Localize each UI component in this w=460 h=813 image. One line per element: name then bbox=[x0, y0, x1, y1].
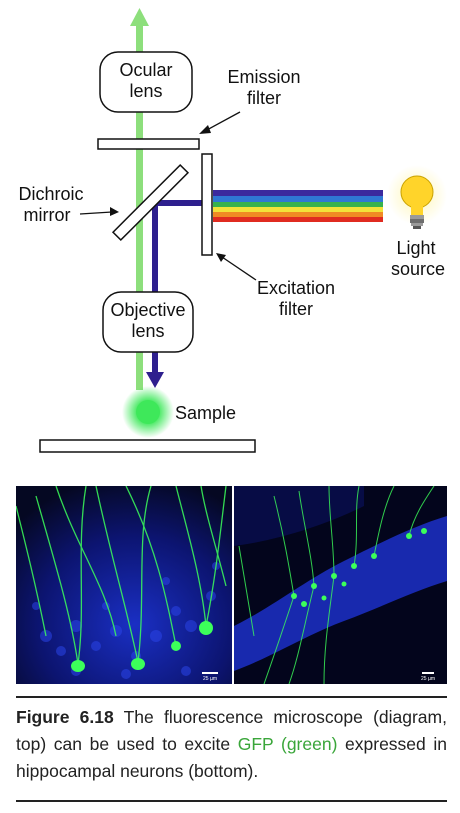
caption-rule-bottom bbox=[16, 800, 447, 802]
ocular-lens: Ocular lens bbox=[99, 51, 193, 113]
scale-bar-right-label: 25 µm bbox=[421, 676, 435, 682]
objective-lens-label-2: lens bbox=[131, 321, 164, 341]
figure-caption: Figure 6.18 The fluorescence microscope … bbox=[16, 704, 447, 785]
excitation-filter: Excitation filter bbox=[201, 153, 335, 319]
sample: Sample bbox=[122, 386, 236, 438]
caption-rule-top bbox=[16, 696, 447, 698]
light-source-label-2: source bbox=[391, 259, 445, 279]
light-source-label-1: Light bbox=[396, 238, 435, 258]
ocular-lens-label-2: lens bbox=[129, 81, 162, 101]
dichroic-mirror-label-1: Dichroic bbox=[18, 184, 83, 204]
sample-label: Sample bbox=[175, 403, 236, 423]
objective-lens: Objective lens bbox=[102, 291, 194, 353]
light-spectrum bbox=[213, 190, 383, 222]
hippocampal-neurons-micrographs: 25 µm bbox=[16, 486, 447, 684]
scale-bar-left-label: 25 µm bbox=[203, 676, 217, 682]
emission-filter: Emission filter bbox=[97, 67, 301, 150]
dichroic-mirror-label-2: mirror bbox=[24, 205, 71, 225]
figure-label: Figure 6.18 bbox=[16, 707, 114, 727]
excitation-filter-label-2: filter bbox=[279, 299, 313, 319]
objective-lens-label-1: Objective bbox=[110, 300, 185, 320]
caption-text-2: expressed in hippocampal neurons (bottom… bbox=[16, 734, 447, 781]
micrograph-right: 25 µm bbox=[234, 486, 447, 684]
excitation-beam bbox=[146, 200, 202, 388]
light-bulb-icon bbox=[387, 165, 447, 229]
emission-filter-label-1: Emission bbox=[227, 67, 300, 87]
ocular-lens-label-1: Ocular bbox=[119, 60, 172, 80]
dichroic-mirror: Dichroic mirror bbox=[18, 163, 190, 242]
fluorescence-microscope-diagram: Ocular lens Emission filter Dichroic mir… bbox=[18, 8, 447, 453]
excitation-filter-label-1: Excitation bbox=[257, 278, 335, 298]
caption-highlight: GFP (green) bbox=[237, 734, 338, 754]
emission-filter-label-2: filter bbox=[247, 88, 281, 108]
micrograph-left: 25 µm bbox=[16, 486, 232, 684]
microscope-slide bbox=[39, 439, 256, 453]
caption-text-1: The fluorescence microscope (diagram, to… bbox=[16, 707, 447, 754]
